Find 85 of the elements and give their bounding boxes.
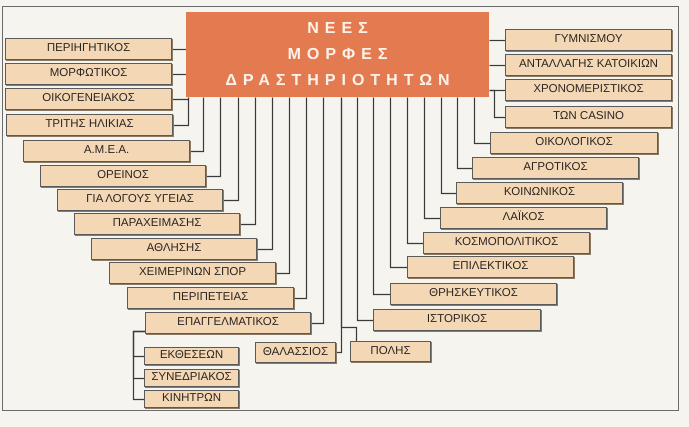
category-box (5, 38, 172, 60)
connector-line (474, 98, 490, 144)
connector-line (224, 98, 240, 202)
category-box (144, 347, 239, 365)
category-label: ΧΡΟΝΟΜΕΡΙΣΤΙΚΟΣ (533, 84, 644, 96)
category-box (91, 238, 257, 260)
category-label: ΓΥΜΝΙΣΜΟΥ (554, 34, 623, 46)
category-box (456, 182, 623, 204)
connector-line (206, 98, 222, 178)
category-box (5, 63, 172, 85)
category-box (40, 165, 206, 187)
connector-line (294, 98, 308, 300)
category-box (472, 157, 639, 179)
category-box (5, 88, 172, 110)
category-label: ΟΙΚΟΓΕΝΕΙΑΚΟΣ (42, 93, 135, 105)
category-box (505, 54, 672, 76)
category-box (144, 390, 239, 408)
connector-line (276, 98, 290, 274)
connector-line (240, 98, 256, 226)
connector-line (258, 98, 274, 250)
category-label: ΕΚΘΕΣΕΩΝ (160, 350, 224, 362)
category-label: ΟΡΕΙΝΟΣ (97, 170, 149, 182)
connector-line (490, 40, 506, 42)
connector-line (340, 98, 358, 342)
category-box (144, 369, 239, 387)
category-box (505, 106, 672, 128)
category-label: ΚΙΝΗΤΡΩΝ (162, 393, 222, 405)
connector-line (172, 48, 186, 50)
category-label: ΟΙΚΟΛΟΓΙΚΟΣ (535, 137, 613, 149)
category-label: ΠΟΛΗΣ (370, 346, 411, 358)
category-box (373, 309, 541, 331)
connector-line (390, 98, 408, 268)
category-label: ΘΑΛΑΣΣΙΟΣ (262, 346, 328, 358)
category-label: ΤΩΝ CASINO (552, 111, 624, 123)
connector-line (490, 64, 506, 66)
connector-line (490, 90, 506, 118)
category-box (57, 189, 223, 211)
category-label: ΠΕΡΙΠΕΤΕΙΑΣ (172, 292, 248, 304)
category-label: ΚΟΣΜΟΠΟΛΙΤΙΚΟΣ (454, 237, 558, 249)
connector-line (356, 98, 374, 322)
category-label: ΜΟΡΦΩΤΙΚΟΣ (50, 68, 128, 80)
category-label: ΤΡΙΤΗΣ ΗΛΙΚΙΑΣ (45, 119, 134, 131)
category-box (390, 283, 557, 305)
category-label: Α.Μ.Ε.Α. (84, 145, 130, 157)
category-label: ΣΥΝΕΔΡΙΑΚΟΣ (151, 372, 232, 384)
category-label: ΠΑΡΑΧΕΙΜΑΣΗΣ (112, 218, 202, 230)
category-box (490, 132, 658, 154)
connector-line (174, 98, 190, 126)
category-box (423, 232, 590, 254)
category-label: ΓΙΑ ΛΟΓΟΥΣ ΥΓΕΙΑΣ (86, 194, 194, 206)
category-label: ΑΝΤΑΛΛΑΓΗΣ ΚΑΤΟΙΚΙΩΝ (518, 59, 658, 71)
category-box (350, 341, 431, 362)
category-label: ΕΠΙΛΕΚΤΙΚΟΣ (452, 261, 528, 273)
category-box (127, 287, 294, 309)
category-box (6, 114, 173, 136)
connector-line (424, 98, 440, 220)
connector-line (172, 74, 186, 76)
category-box (407, 256, 574, 278)
category-label: ΧΕΙΜΕΡΙΝΩΝ ΣΠΟΡ (138, 267, 246, 279)
category-label: ΚΟΙΝΩΝΙΚΟΣ (504, 187, 576, 199)
connector-line (172, 98, 190, 100)
category-label: ΘΡΗΣΚΕΥΤΙΚΟΣ (429, 288, 518, 300)
title-box (186, 12, 489, 97)
connector-line (190, 98, 204, 152)
connector-line (440, 98, 456, 194)
category-label: ΠΕΡΙΗΓΗΤΙΚΟΣ (46, 43, 130, 55)
category-label: ΛΑΪΚΟΣ (502, 212, 544, 224)
category-box (440, 207, 607, 229)
category-label: ΙΣΤΟΡΙΚΟΣ (426, 314, 488, 326)
connector-line (456, 98, 472, 170)
category-label: ΕΠΑΓΓΕΛΜΑΤΙΚΟΣ (177, 317, 279, 329)
category-box (109, 262, 276, 284)
category-box (23, 140, 190, 162)
category-label: ΑΘΛΗΣΗΣ (146, 243, 202, 255)
connector-line (406, 98, 424, 244)
title-text: ΝΕΕΣ ΜΟΡΦΕΣ ΔΡΑΣΤΗΡΙΟΤΗΤΩΝ (224, 18, 457, 90)
category-box (74, 213, 240, 235)
category-box (505, 79, 672, 101)
category-box (505, 29, 672, 51)
category-box (145, 312, 311, 334)
category-label: ΑΓΡΟΤΙΚΟΣ (523, 162, 588, 174)
category-box (255, 342, 336, 363)
connector-line (132, 330, 146, 400)
connector-line (372, 98, 390, 296)
connector-line (312, 98, 324, 324)
